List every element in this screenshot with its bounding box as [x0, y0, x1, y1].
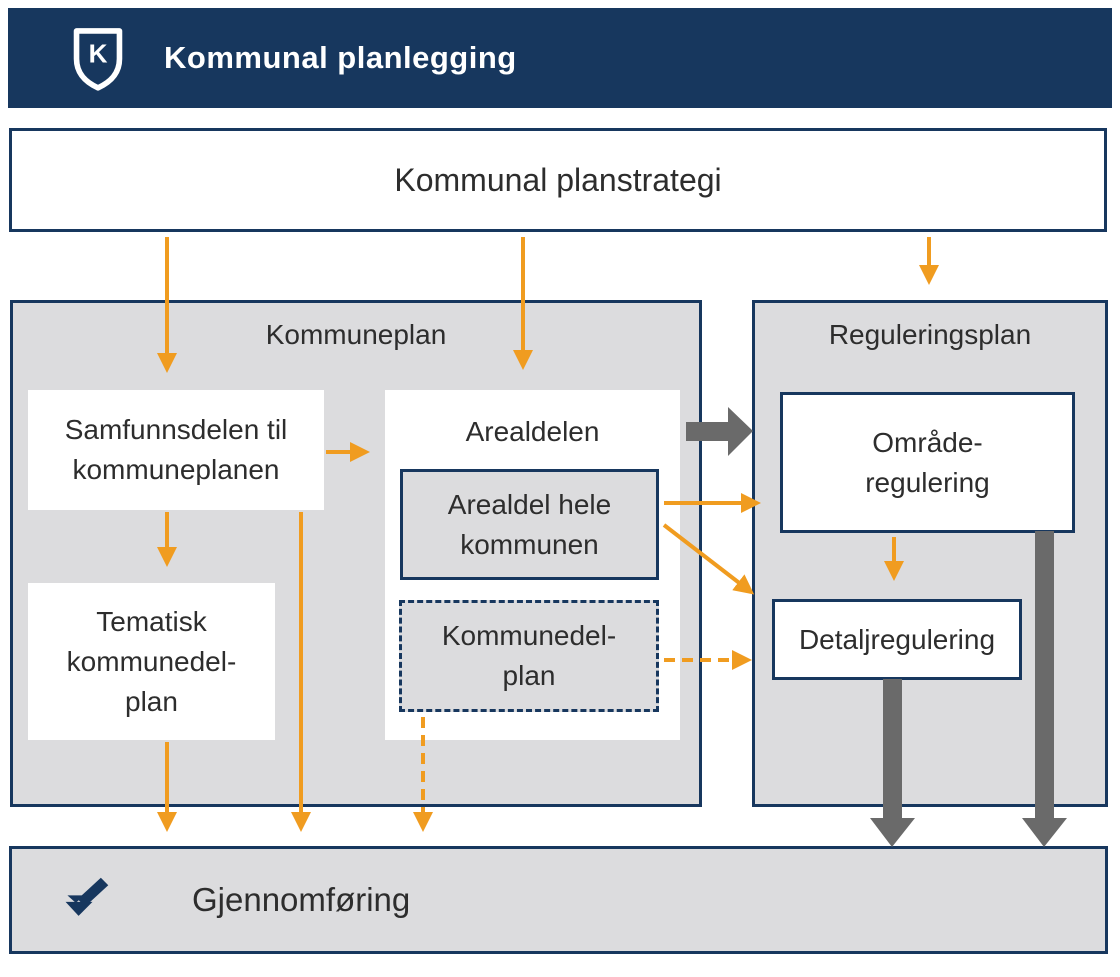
- detaljregulering-box: Detaljregulering: [772, 599, 1022, 680]
- omraderegulering-box: Område- regulering: [780, 392, 1075, 533]
- arealdel-hele-kommunen-box: Arealdel hele kommunen: [400, 469, 659, 580]
- planstrategi-label: Kommunal planstrategi: [394, 161, 722, 198]
- municipality-shield-icon: K: [73, 28, 123, 91]
- arealdelen-box: Arealdelen Arealdel hele kommunen Kommun…: [385, 390, 680, 740]
- pen-check-icon: [65, 877, 109, 916]
- page-title: Kommunal planlegging: [164, 40, 517, 75]
- kommuneplan-title: Kommuneplan: [265, 319, 447, 350]
- kommunedelplan-box: Kommunedel- plan: [399, 600, 659, 712]
- tematisk-kommunedelplan-box: Tematisk kommunedel- plan: [28, 583, 275, 740]
- arealdelen-title: Arealdelen: [465, 416, 600, 447]
- gjennomforing-bar: Gjennomføring: [9, 846, 1108, 954]
- samfunnsdelen-box: Samfunnsdelen til kommuneplanen: [28, 390, 324, 510]
- shield-letter: K: [89, 39, 108, 69]
- header-bar: K Kommunal planlegging: [8, 8, 1112, 108]
- reguleringsplan-title: Reguleringsplan: [828, 319, 1032, 350]
- reguleringsplan-panel: Reguleringsplan: [752, 300, 1108, 807]
- planstrategi-box: Kommunal planstrategi: [9, 128, 1107, 232]
- gjennomforing-label: Gjennomføring: [192, 881, 411, 918]
